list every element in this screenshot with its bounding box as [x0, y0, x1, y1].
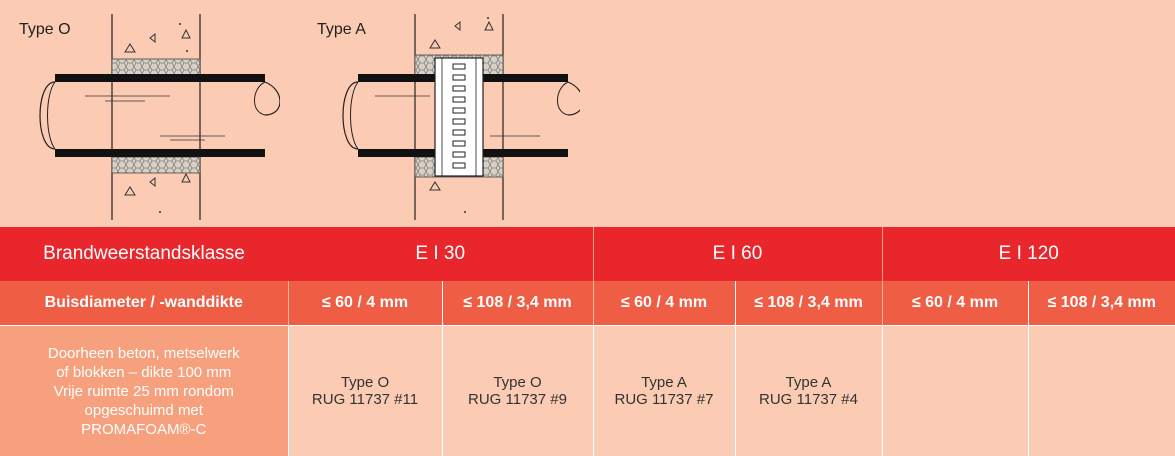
diameter-cell: ≤ 108 / 3,4 mm: [735, 281, 882, 326]
data-cell: Type A RUG 11737 #7: [593, 326, 735, 456]
diameter-cell: ≤ 60 / 4 mm: [593, 281, 735, 326]
class-header-row: Brandweerstandsklasse E I 30 E I 60 E I …: [0, 227, 1175, 281]
diameter-row: Buisdiameter / -wanddikte ≤ 60 / 4 mm ≤ …: [0, 281, 1175, 326]
type-a-pipe-diagram: [330, 0, 580, 227]
diameter-label: Buisdiameter / -wanddikte: [0, 281, 288, 326]
data-cell: Type O RUG 11737 #11: [288, 326, 442, 456]
data-row: Doorheen beton, metselwerk of blokken – …: [0, 326, 1175, 456]
row-description: Doorheen beton, metselwerk of blokken – …: [0, 326, 288, 456]
data-cell: Type A RUG 11737 #4: [735, 326, 882, 456]
data-cell: Type O RUG 11737 #9: [442, 326, 593, 456]
type-o-pipe-diagram: [30, 0, 280, 227]
diameter-cell: ≤ 108 / 3,4 mm: [1028, 281, 1175, 326]
class-ei60: E I 60: [593, 227, 882, 281]
diameter-cell: ≤ 60 / 4 mm: [882, 281, 1028, 326]
diameter-cell: ≤ 108 / 3,4 mm: [442, 281, 593, 326]
class-ei30: E I 30: [288, 227, 593, 281]
data-cell: [1028, 326, 1175, 456]
data-cell: [882, 326, 1028, 456]
class-header-label: Brandweerstandsklasse: [0, 227, 288, 281]
class-ei120: E I 120: [882, 227, 1175, 281]
diagram-area: Type O Type A: [0, 0, 1175, 227]
fire-resistance-table: Brandweerstandsklasse E I 30 E I 60 E I …: [0, 227, 1175, 456]
diameter-cell: ≤ 60 / 4 mm: [288, 281, 442, 326]
